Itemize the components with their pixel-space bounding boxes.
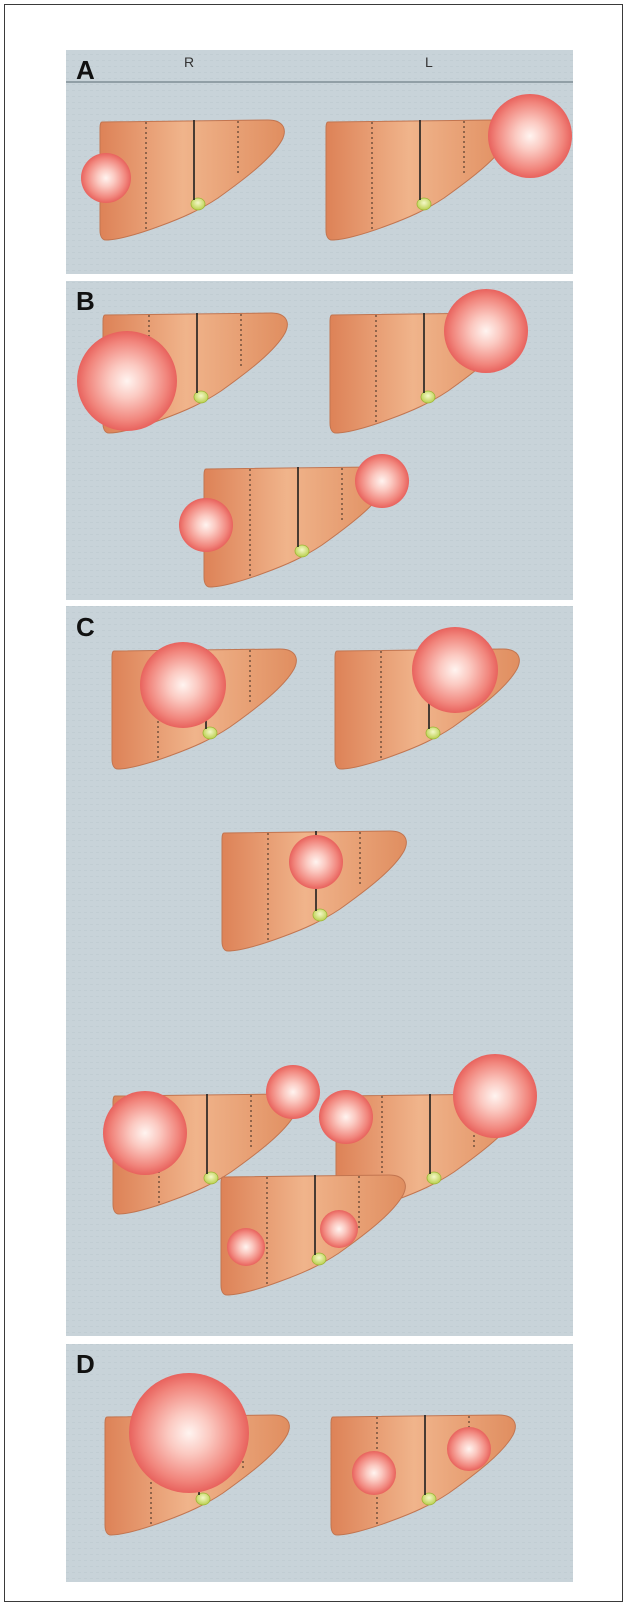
tumor xyxy=(355,454,409,508)
tumor xyxy=(444,289,528,373)
tumor xyxy=(227,1228,265,1266)
gallbladder xyxy=(421,391,435,403)
tumor xyxy=(103,1091,187,1175)
gallbladder xyxy=(422,1493,436,1505)
gallbladder xyxy=(196,1493,210,1505)
tumor xyxy=(320,1210,358,1248)
tumor xyxy=(179,498,233,552)
gallbladder xyxy=(313,909,327,921)
gallbladder xyxy=(426,727,440,739)
gallbladder xyxy=(417,198,431,210)
gallbladder xyxy=(312,1253,326,1265)
panel-a-letter: A xyxy=(76,55,95,85)
left-side-label: L xyxy=(425,54,433,70)
tumor xyxy=(447,1427,491,1471)
panel-c-letter: C xyxy=(76,612,95,642)
tumor xyxy=(319,1090,373,1144)
tumor xyxy=(266,1065,320,1119)
right-side-label: R xyxy=(184,54,194,70)
panel-b-letter: B xyxy=(76,286,95,316)
tumor xyxy=(352,1451,396,1495)
gallbladder xyxy=(203,727,217,739)
gallbladder xyxy=(191,198,205,210)
gallbladder xyxy=(295,545,309,557)
tumor xyxy=(289,835,343,889)
tumor xyxy=(140,642,226,728)
panel-d-letter: D xyxy=(76,1349,95,1379)
tumor xyxy=(412,627,498,713)
gallbladder xyxy=(427,1172,441,1184)
tumor xyxy=(453,1054,537,1138)
tumor xyxy=(488,94,572,178)
tumor xyxy=(81,153,131,203)
gallbladder xyxy=(204,1172,218,1184)
gallbladder xyxy=(194,391,208,403)
tumor xyxy=(129,1373,249,1493)
tumor xyxy=(77,331,177,431)
